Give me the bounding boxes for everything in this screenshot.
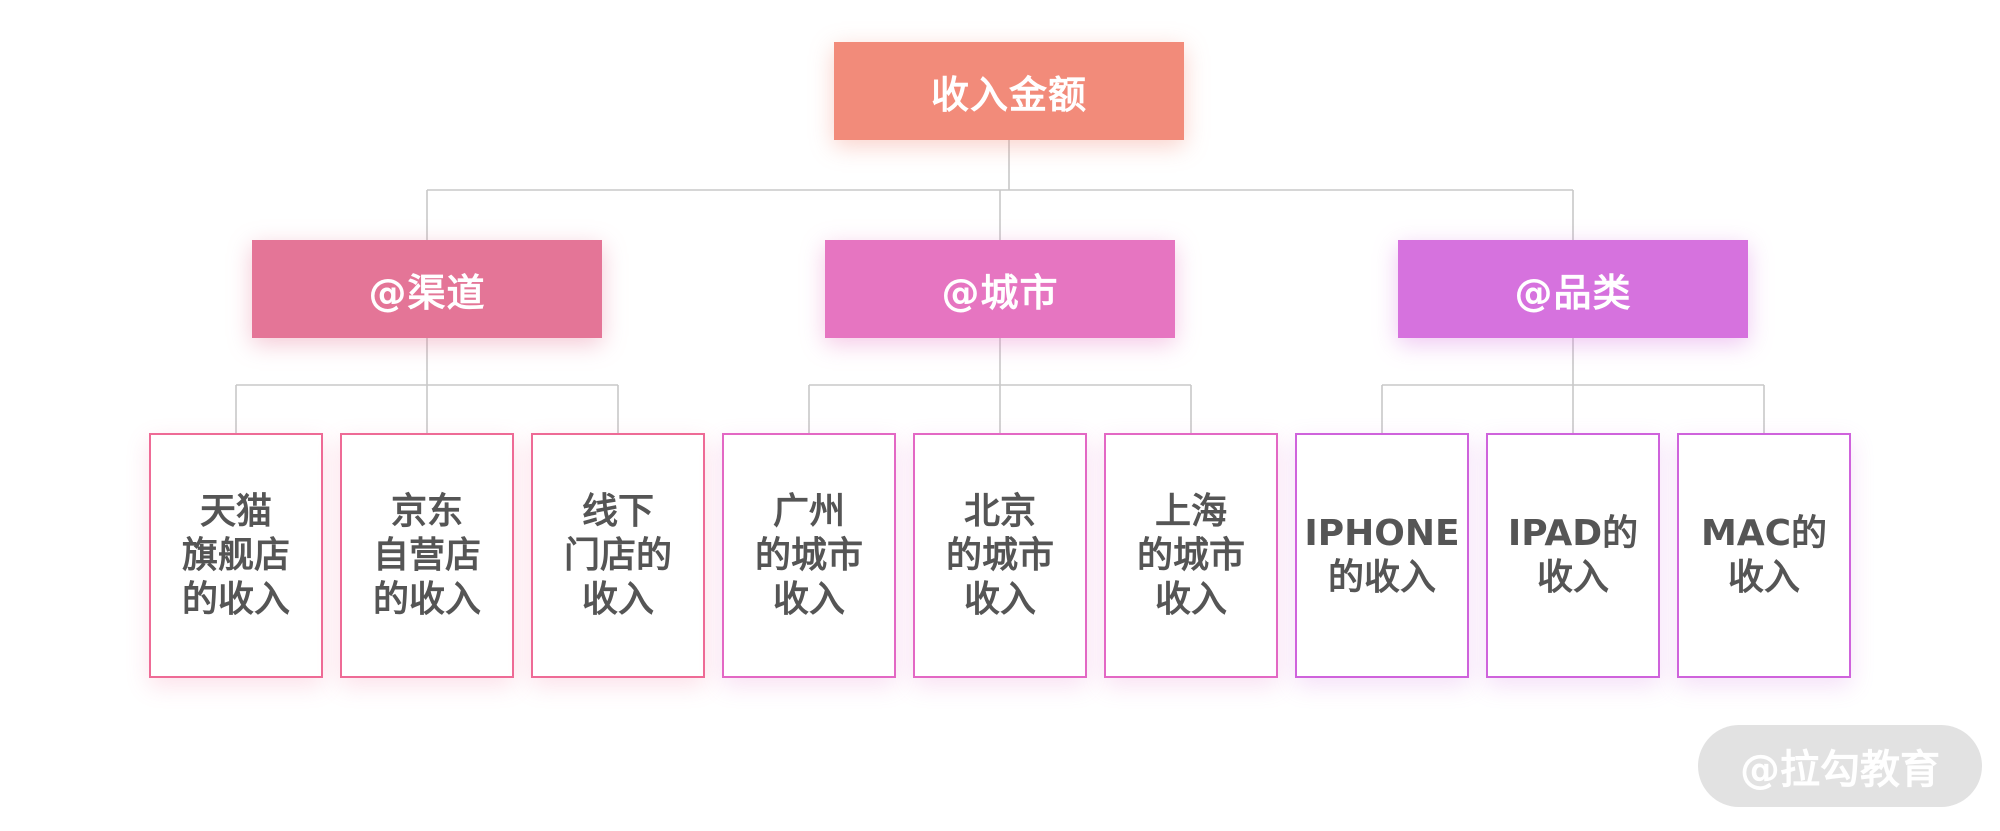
root-node-revenue: 收入金额	[834, 42, 1184, 140]
leaf-node-jd: 京东 自营店 的收入	[340, 433, 514, 678]
leaf-node-beijing: 北京 的城市 收入	[913, 433, 1087, 678]
leaf-node-shanghai: 上海 的城市 收入	[1104, 433, 1278, 678]
leaf-node-iphone: IPHONE 的收入	[1295, 433, 1469, 678]
leaf-node-tmall: 天猫 旗舰店 的收入	[149, 433, 323, 678]
leaf-node-ipad: IPAD的 收入	[1486, 433, 1660, 678]
leaf-node-guangzhou: 广州 的城市 收入	[722, 433, 896, 678]
category-node-city: @城市	[825, 240, 1175, 338]
category-node-product: @品类	[1398, 240, 1748, 338]
category-node-channel: @渠道	[252, 240, 602, 338]
leaf-node-offline: 线下 门店的 收入	[531, 433, 705, 678]
leaf-node-mac: MAC的 收入	[1677, 433, 1851, 678]
watermark-lagou: @拉勾教育	[1698, 725, 1982, 807]
